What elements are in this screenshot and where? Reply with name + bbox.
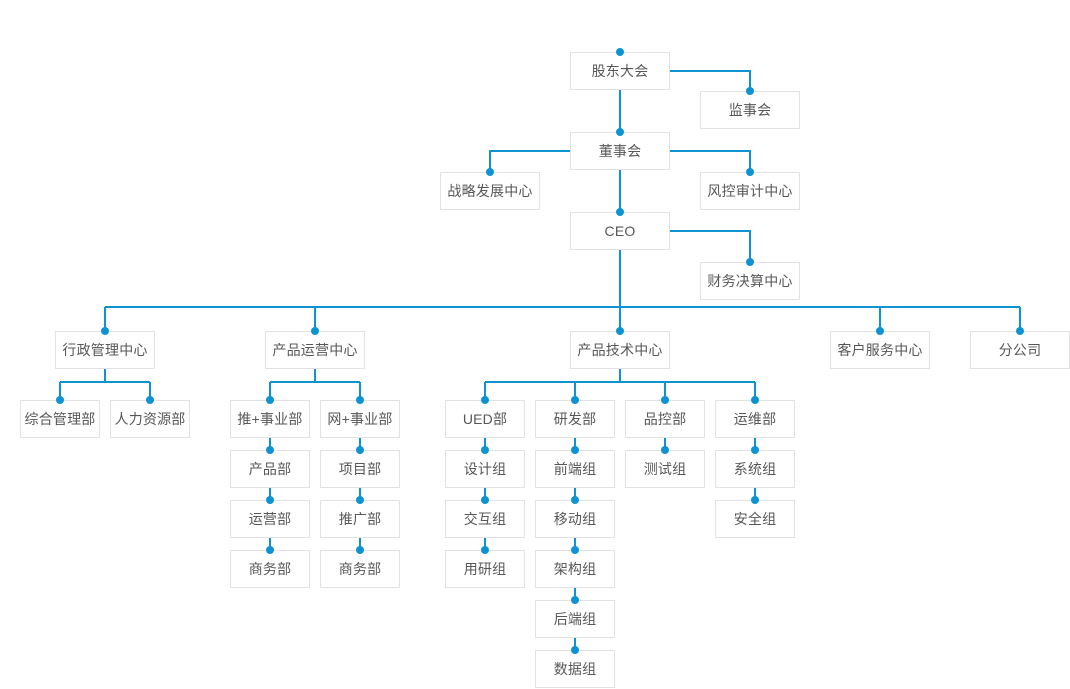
org-node-label-general-admin: 综合管理部	[24, 411, 96, 427]
connector-board-strategy	[489, 150, 570, 172]
org-node-label-design-group: 设计组	[463, 461, 507, 477]
org-node-label-strategy-center: 战略发展中心	[447, 183, 533, 199]
org-node-label-data-group: 数据组	[553, 661, 597, 677]
org-node-label-risk-audit-center: 风控审计中心	[707, 183, 793, 199]
org-node-tech-center[interactable]: 产品技术中心	[570, 331, 670, 369]
org-node-label-board: 董事会	[598, 143, 642, 159]
org-node-label-shareholders: 股东大会	[591, 63, 649, 79]
org-node-label-qa-dept: 品控部	[643, 411, 687, 427]
org-node-admin-center[interactable]: 行政管理中心	[55, 331, 155, 369]
org-node-label-ceo: CEO	[604, 223, 636, 239]
org-node-label-frontend-group: 前端组	[553, 461, 597, 477]
org-node-label-business-dept-2: 商务部	[338, 561, 382, 577]
org-node-label-branch-company: 分公司	[998, 342, 1042, 358]
org-node-label-architecture-group: 架构组	[553, 561, 597, 577]
org-node-promotion-dept[interactable]: 推广部	[320, 500, 400, 538]
org-node-ops-center[interactable]: 产品运营中心	[265, 331, 365, 369]
org-node-business-dept-1[interactable]: 商务部	[230, 550, 310, 588]
org-node-label-interaction-group: 交互组	[463, 511, 507, 527]
org-node-architecture-group[interactable]: 架构组	[535, 550, 615, 588]
org-node-label-business-dept-1: 商务部	[248, 561, 292, 577]
org-node-label-rd-dept: 研发部	[553, 411, 597, 427]
org-node-business-dept-2[interactable]: 商务部	[320, 550, 400, 588]
org-node-operations-dept[interactable]: 运营部	[230, 500, 310, 538]
org-node-label-tui-division: 推+事业部	[237, 411, 303, 427]
org-node-test-group[interactable]: 测试组	[625, 450, 705, 488]
org-node-label-ops-center: 产品运营中心	[272, 342, 358, 358]
org-node-label-mobile-group: 移动组	[553, 511, 597, 527]
org-node-service-center[interactable]: 客户服务中心	[830, 331, 930, 369]
org-node-security-group[interactable]: 安全组	[715, 500, 795, 538]
org-node-label-service-center: 客户服务中心	[837, 342, 923, 358]
connector-shareholders-supervisory	[670, 70, 751, 91]
org-node-design-group[interactable]: 设计组	[445, 450, 525, 488]
org-node-risk-audit-center[interactable]: 风控审计中心	[700, 172, 800, 210]
org-node-rd-dept[interactable]: 研发部	[535, 400, 615, 438]
org-node-label-supervisory: 监事会	[728, 102, 772, 118]
org-node-label-product-dept: 产品部	[248, 461, 292, 477]
org-node-label-security-group: 安全组	[733, 511, 777, 527]
org-node-tui-division[interactable]: 推+事业部	[230, 400, 310, 438]
org-node-ued-dept[interactable]: UED部	[445, 400, 525, 438]
org-node-label-tech-center: 产品技术中心	[577, 342, 663, 358]
org-node-qa-dept[interactable]: 品控部	[625, 400, 705, 438]
org-node-label-devops-dept: 运维部	[733, 411, 777, 427]
org-node-label-promotion-dept: 推广部	[338, 511, 382, 527]
connector-ceo-finance	[670, 230, 751, 262]
org-node-branch-company[interactable]: 分公司	[970, 331, 1070, 369]
org-node-label-admin-center: 行政管理中心	[62, 342, 148, 358]
org-node-label-research-group: 用研组	[463, 561, 507, 577]
org-node-interaction-group[interactable]: 交互组	[445, 500, 525, 538]
org-node-label-backend-group: 后端组	[553, 611, 597, 627]
org-node-label-ued-dept: UED部	[462, 411, 508, 427]
connector-board-risk-audit	[670, 150, 751, 172]
org-node-devops-dept[interactable]: 运维部	[715, 400, 795, 438]
org-node-ceo[interactable]: CEO	[570, 212, 670, 250]
org-node-data-group[interactable]: 数据组	[535, 650, 615, 688]
org-node-wang-division[interactable]: 网+事业部	[320, 400, 400, 438]
org-node-label-wang-division: 网+事业部	[327, 411, 393, 427]
org-node-human-resources[interactable]: 人力资源部	[110, 400, 190, 438]
org-node-system-group[interactable]: 系统组	[715, 450, 795, 488]
org-node-label-finance-center: 财务决算中心	[707, 273, 793, 289]
org-node-project-dept[interactable]: 项目部	[320, 450, 400, 488]
org-node-frontend-group[interactable]: 前端组	[535, 450, 615, 488]
org-node-supervisory[interactable]: 监事会	[700, 91, 800, 129]
org-node-label-project-dept: 项目部	[338, 461, 382, 477]
org-node-strategy-center[interactable]: 战略发展中心	[440, 172, 540, 210]
org-node-mobile-group[interactable]: 移动组	[535, 500, 615, 538]
org-node-general-admin[interactable]: 综合管理部	[20, 400, 100, 438]
org-node-board[interactable]: 董事会	[570, 132, 670, 170]
org-node-label-operations-dept: 运营部	[248, 511, 292, 527]
org-node-backend-group[interactable]: 后端组	[535, 600, 615, 638]
org-node-research-group[interactable]: 用研组	[445, 550, 525, 588]
org-node-label-system-group: 系统组	[733, 461, 777, 477]
org-node-product-dept[interactable]: 产品部	[230, 450, 310, 488]
org-node-label-human-resources: 人力资源部	[114, 411, 186, 427]
org-node-label-test-group: 测试组	[643, 461, 687, 477]
org-node-finance-center[interactable]: 财务决算中心	[700, 262, 800, 300]
org-node-shareholders[interactable]: 股东大会	[570, 52, 670, 90]
